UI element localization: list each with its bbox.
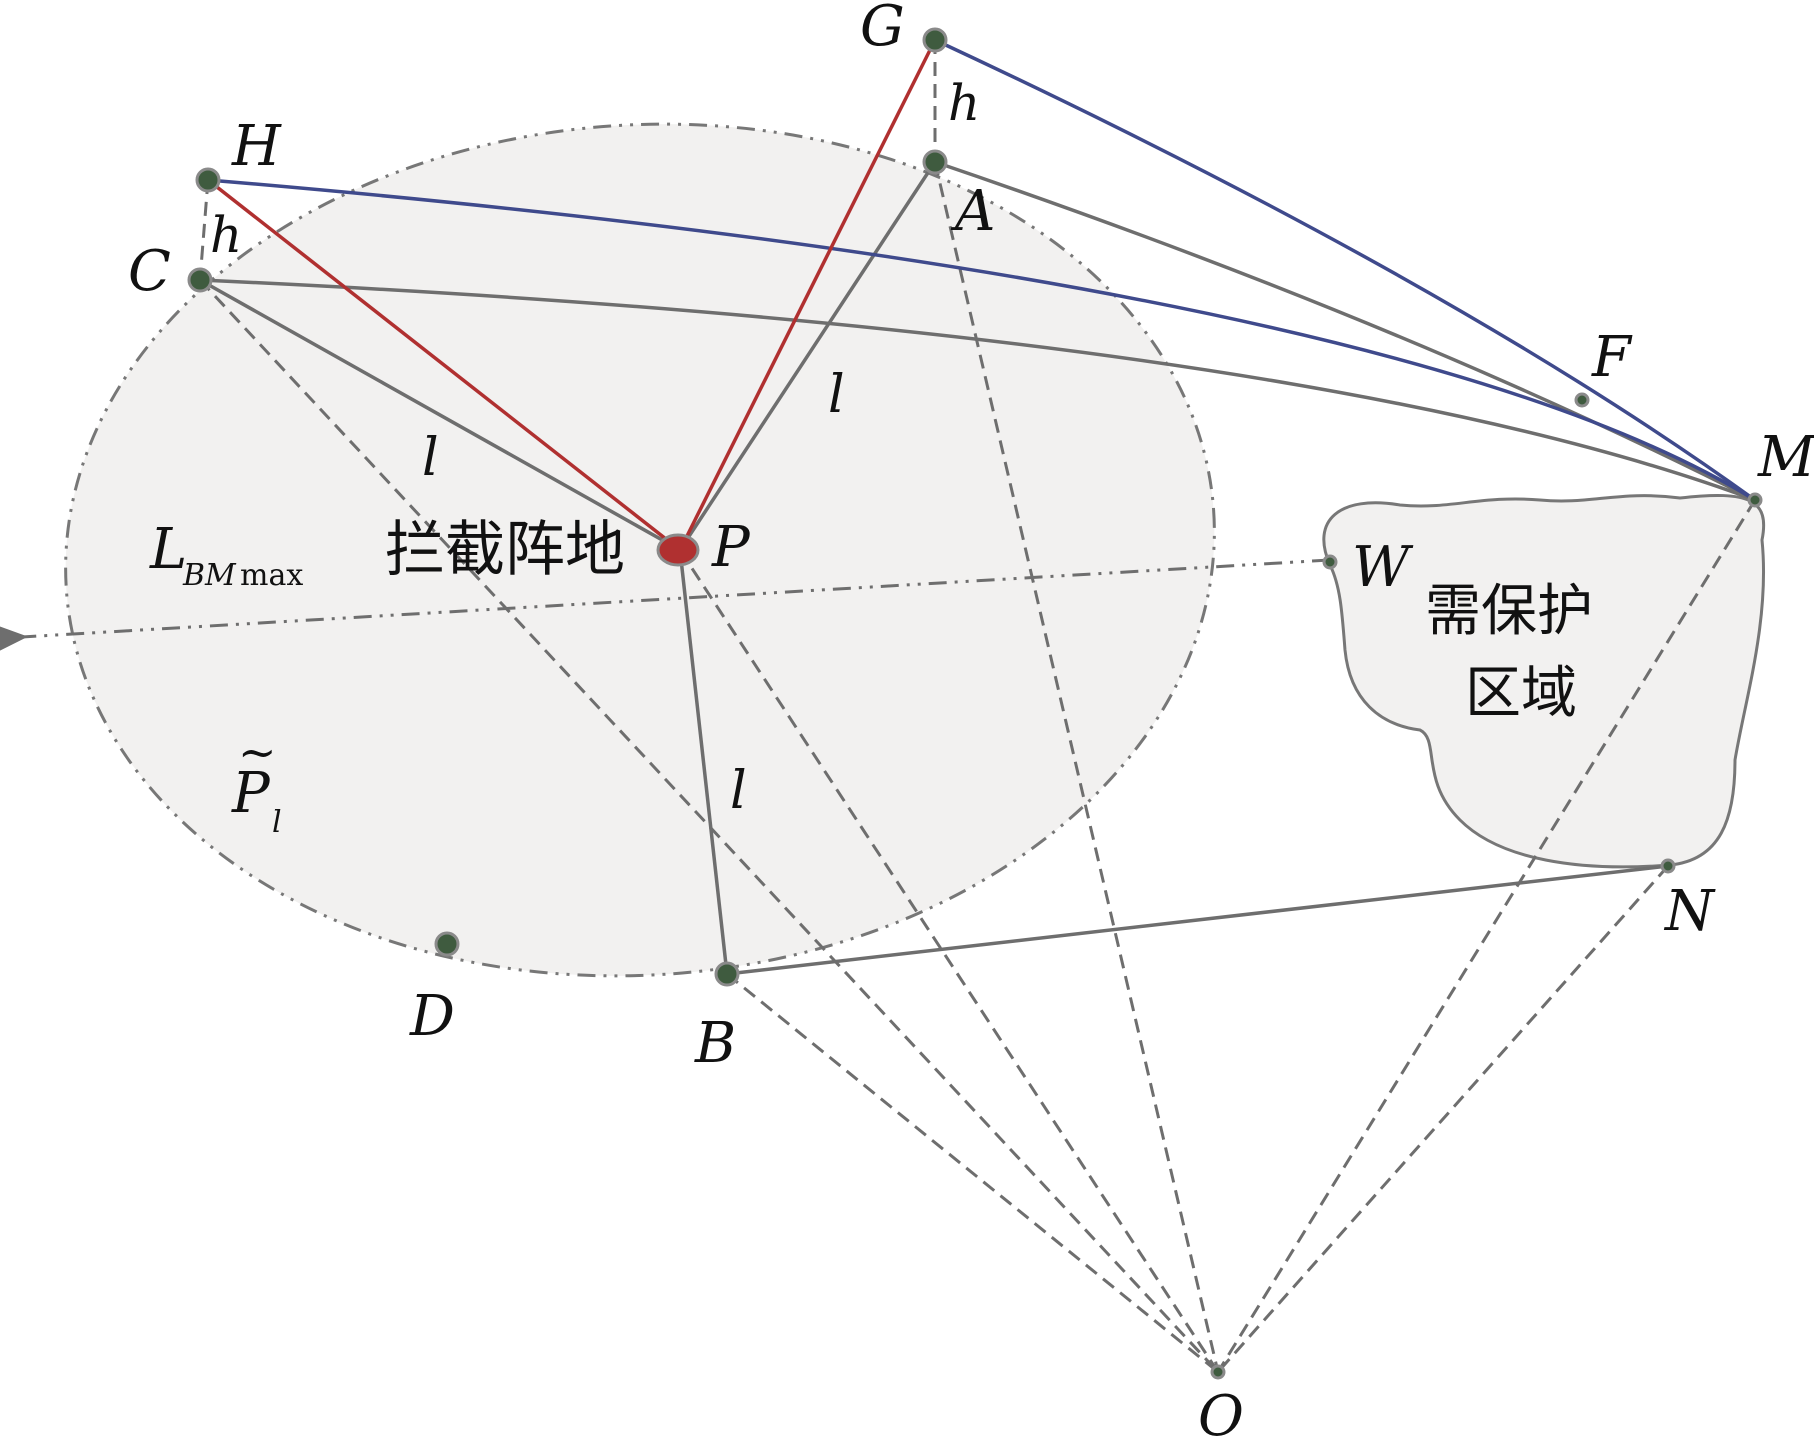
label-h-top: h (948, 74, 980, 132)
line-p-a (678, 161, 937, 551)
label-l-pc: l (422, 428, 439, 488)
point-m (1747, 492, 1763, 508)
dashed-m-o (1216, 499, 1757, 1373)
l-bm-max-axis (0, 558, 1331, 658)
point-w (1322, 554, 1338, 570)
l-bm-max-sub-roman: max (240, 558, 303, 593)
point-a (922, 149, 948, 175)
curve-a-m (934, 160, 1756, 502)
label-d: D (409, 984, 455, 1049)
label-m: M (1757, 425, 1814, 490)
gray-lines (199, 160, 1756, 976)
label-o: O (1198, 1384, 1244, 1446)
dashed-lines-to-o (198, 40, 1757, 1374)
dashed-h-c (198, 179, 210, 281)
point-g (922, 27, 948, 53)
line-p-c (199, 278, 681, 552)
point-f (1574, 392, 1590, 408)
label-f: F (1591, 325, 1633, 390)
label-l-pb: l (730, 761, 747, 821)
label-p: P (711, 515, 751, 580)
protected-region (1322, 494, 1766, 869)
p-tilde-main: P (231, 761, 271, 826)
dashed-b-o (726, 972, 1219, 1374)
p-tilde: ~ (238, 725, 277, 779)
point-n (1660, 858, 1676, 874)
label-l-pa: l (828, 365, 845, 425)
label-protected-area-line2: 区域 (1465, 661, 1577, 726)
l-bm-max-main: L (149, 517, 187, 582)
dashed-n-o (1216, 865, 1670, 1373)
label-n: N (1663, 879, 1716, 944)
line-p-b (678, 549, 729, 975)
points (187, 27, 1763, 1380)
dashed-a-o (933, 161, 1220, 1373)
point-h (195, 167, 221, 193)
label-h: H (231, 114, 282, 179)
point-c (187, 267, 213, 293)
label-a: A (950, 179, 995, 244)
label-p-tilde-l: ~ P l (231, 725, 282, 840)
curve-c-m (199, 278, 1756, 502)
curve-h-m (207, 178, 1756, 502)
point-d (434, 931, 460, 957)
point-p (656, 533, 700, 567)
curve-g-m (934, 38, 1757, 502)
label-h-left: h (210, 206, 242, 264)
l-bm-max-sub-italic: BM (182, 558, 237, 593)
line-b-n (726, 864, 1669, 976)
blue-lines (207, 38, 1757, 502)
label-protected-area-line1: 需保护 (1425, 579, 1593, 644)
label-g: G (860, 0, 905, 59)
label-l-bm-max: L BM max (149, 517, 303, 593)
line-p-g (678, 39, 937, 551)
dashed-p-o (678, 549, 1220, 1373)
point-o (1210, 1364, 1226, 1380)
point-b (714, 961, 740, 987)
line-p-h (206, 178, 682, 552)
dashed-c-o (198, 278, 1220, 1374)
label-c: C (128, 239, 171, 304)
red-lines (206, 39, 937, 552)
label-w: W (1352, 535, 1414, 600)
label-b: B (694, 1011, 736, 1076)
label-interception-position: 拦截阵地 (385, 515, 625, 585)
p-tilde-sub: l (272, 805, 282, 840)
interception-area-ellipse (64, 122, 1216, 978)
